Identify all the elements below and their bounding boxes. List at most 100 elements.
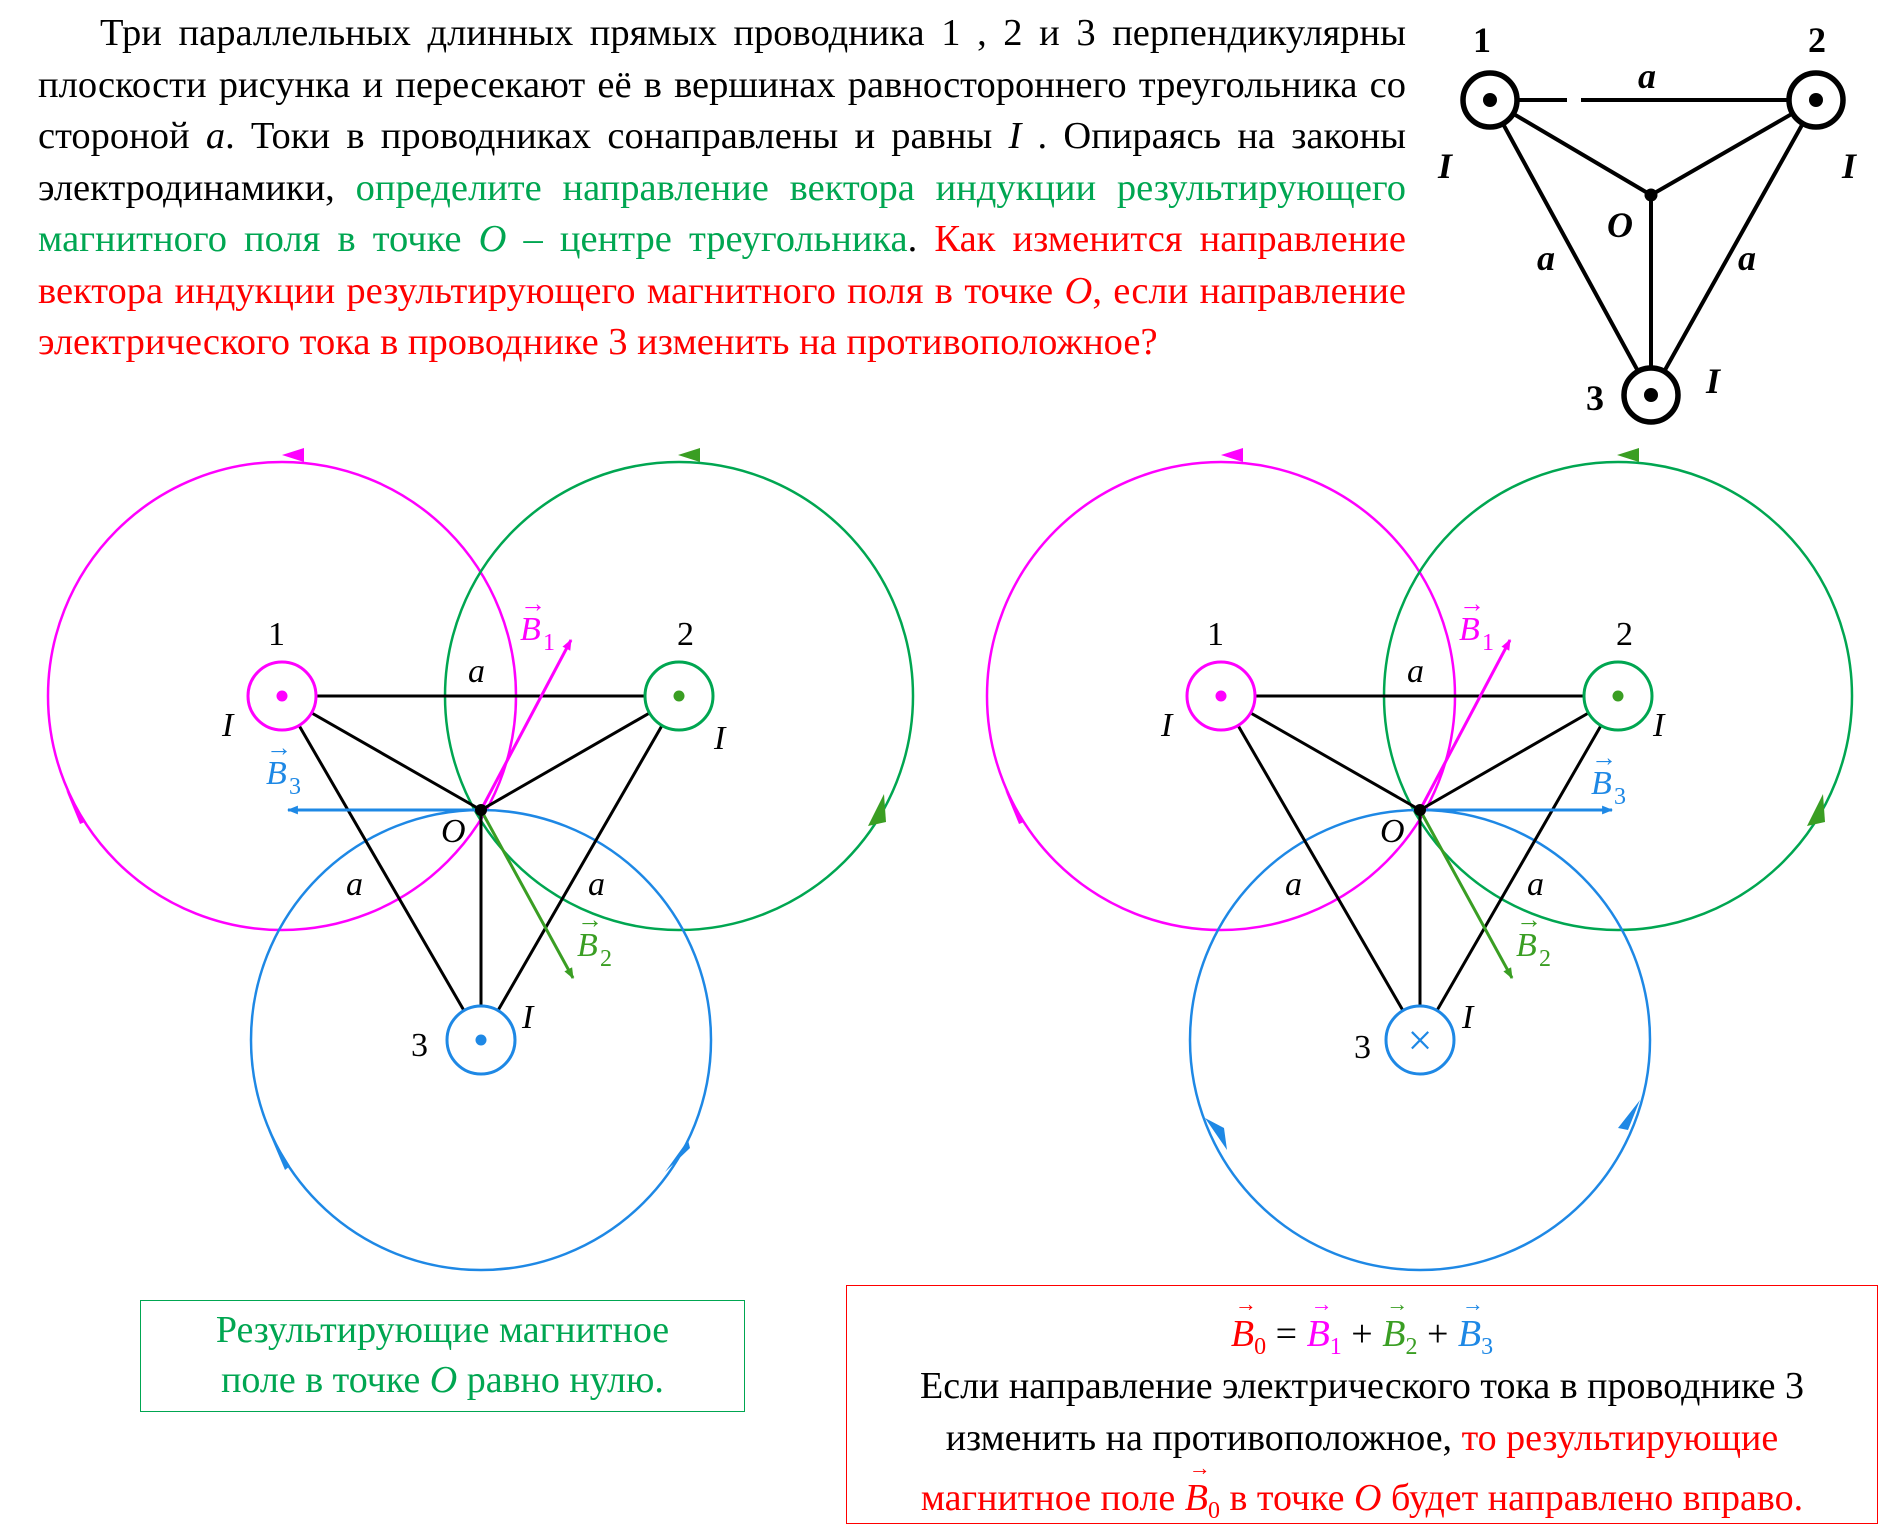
field-direction-arrow bbox=[1221, 448, 1243, 462]
right-diagram: × 1 2 3 a a a O I I I → B 1 → B 2 → B bbox=[985, 448, 1854, 1272]
label-B2: → B 2 bbox=[1516, 905, 1551, 972]
svg-text:2: 2 bbox=[1539, 946, 1551, 972]
point-variable: O bbox=[478, 218, 507, 260]
svg-text:→: → bbox=[266, 733, 292, 762]
answer-box-reversed-current: B0 = B1 + B2 + B3 Если направление элект… bbox=[846, 1278, 1878, 1524]
median-2 bbox=[480, 694, 680, 812]
field-direction-arrow bbox=[282, 448, 304, 462]
problem-text: . Токи в проводниках сонаправлены и равн… bbox=[225, 115, 1009, 157]
svg-text:1: 1 bbox=[1482, 630, 1494, 656]
reference-diagram: 1 2 3 a a a O I I I bbox=[1437, 20, 1858, 425]
problem-text: . bbox=[907, 218, 918, 260]
wire-label-1: 1 bbox=[1207, 616, 1224, 653]
answer-text: поле в точке O равно нулю. bbox=[221, 1359, 664, 1401]
svg-text:B: B bbox=[1591, 765, 1612, 802]
svg-text:2: 2 bbox=[600, 946, 612, 972]
svg-text:B: B bbox=[1516, 927, 1537, 964]
ref-center-label: O bbox=[1607, 205, 1633, 245]
side-label: a bbox=[1407, 653, 1424, 690]
wire-label-3: 3 bbox=[1354, 1029, 1371, 1066]
center-label: O bbox=[441, 813, 466, 850]
ref-current-label: I bbox=[1705, 361, 1722, 401]
field-direction-arrow bbox=[1618, 1100, 1640, 1130]
svg-text:B: B bbox=[577, 927, 598, 964]
question-one-text: определите направление вектора индукции … bbox=[38, 166, 1406, 261]
ref-current-label: I bbox=[1841, 146, 1858, 186]
ref-side-label: a bbox=[1537, 238, 1555, 278]
label-B2: → B 2 bbox=[577, 905, 612, 972]
vector-B3: B bbox=[1457, 1313, 1482, 1355]
cross-icon: × bbox=[1408, 1016, 1433, 1065]
svg-text:→: → bbox=[1591, 743, 1617, 772]
side-2-3 bbox=[1649, 99, 1818, 396]
center-point bbox=[1414, 804, 1426, 816]
side-2-3 bbox=[1418, 695, 1620, 1041]
ref-label-1: 1 bbox=[1473, 20, 1491, 60]
svg-text:3: 3 bbox=[289, 774, 301, 800]
median-1 bbox=[1488, 98, 1653, 197]
ref-current-label: I bbox=[1437, 146, 1454, 186]
label-B3: → B 3 bbox=[1591, 743, 1626, 810]
svg-text:B: B bbox=[1459, 611, 1480, 648]
left-diagram: 1 2 3 a a a O I I I → B 1 → B 2 → B 3 bbox=[46, 448, 915, 1272]
current-label: I bbox=[1652, 707, 1666, 744]
label-B1: → B 1 bbox=[520, 589, 555, 656]
vector-B1 bbox=[479, 639, 573, 811]
svg-text:1: 1 bbox=[543, 630, 555, 656]
wire-3-reversed: × bbox=[1384, 1004, 1456, 1076]
side-2-3 bbox=[479, 695, 681, 1041]
ref-wire-2 bbox=[1786, 70, 1846, 130]
field-direction-arrow bbox=[1005, 790, 1024, 824]
current-label: I bbox=[1160, 707, 1174, 744]
vector-B0: B bbox=[1230, 1313, 1255, 1355]
current-label: I bbox=[713, 720, 727, 757]
problem-statement: Три параллельных длинных прямых проводни… bbox=[38, 8, 1406, 369]
side-label: a bbox=[346, 866, 363, 903]
vector-sum-equation: B0 = B1 + B2 + B3 bbox=[847, 1278, 1877, 1360]
svg-text:→: → bbox=[577, 905, 603, 934]
wire-label-1: 1 bbox=[268, 616, 285, 653]
ref-center-point bbox=[1644, 188, 1658, 202]
svg-text:B: B bbox=[520, 611, 541, 648]
wire-1 bbox=[246, 660, 318, 732]
vector-B1 bbox=[1418, 639, 1512, 811]
side-variable: a bbox=[205, 115, 226, 157]
problem-text: . Опираясь на законы электродинамики, bbox=[38, 115, 1406, 209]
svg-text:B: B bbox=[266, 755, 287, 792]
ref-side-label: a bbox=[1738, 238, 1756, 278]
point-variable: O bbox=[429, 1359, 458, 1401]
wire-label-2: 2 bbox=[677, 616, 694, 653]
median-1 bbox=[1220, 694, 1421, 812]
wire-1 bbox=[1185, 660, 1257, 732]
field-direction-arrow bbox=[268, 1130, 290, 1170]
side-label: a bbox=[1285, 866, 1302, 903]
ref-wire-3 bbox=[1621, 365, 1681, 425]
point-variable: O bbox=[1354, 1477, 1382, 1519]
median-2 bbox=[1419, 694, 1619, 812]
center-point bbox=[475, 804, 487, 816]
vector-B0: B bbox=[1184, 1477, 1208, 1519]
current-label: I bbox=[1461, 999, 1475, 1036]
wire-2 bbox=[1582, 660, 1654, 732]
side-label: a bbox=[468, 653, 485, 690]
field-direction-arrow bbox=[665, 1140, 690, 1172]
question-two-text: Как изменится направление вектора индукц… bbox=[38, 218, 1406, 312]
center-label: O bbox=[1380, 813, 1405, 850]
side-1-3 bbox=[280, 695, 483, 1041]
wire-2 bbox=[643, 660, 715, 732]
answer-text: Результирующие магнитное bbox=[215, 1309, 670, 1351]
label-B3: → B 3 bbox=[266, 733, 301, 800]
point-variable: O bbox=[1064, 269, 1093, 312]
wire-3 bbox=[445, 1004, 517, 1076]
side-1-3 bbox=[1219, 695, 1422, 1041]
svg-text:→: → bbox=[1516, 905, 1542, 934]
field-direction-arrow bbox=[66, 790, 85, 824]
answer-text: магнитное поле B0 в точке O будет направ… bbox=[847, 1442, 1877, 1524]
question-one-text: – центре треугольника bbox=[506, 218, 908, 260]
current-label: I bbox=[221, 707, 235, 744]
vector-B2 bbox=[479, 809, 575, 979]
answer-box-zero-field: Результирующие магнитное поле в точке O … bbox=[140, 1300, 745, 1412]
median-2 bbox=[1650, 98, 1817, 197]
side-label: a bbox=[588, 866, 605, 903]
